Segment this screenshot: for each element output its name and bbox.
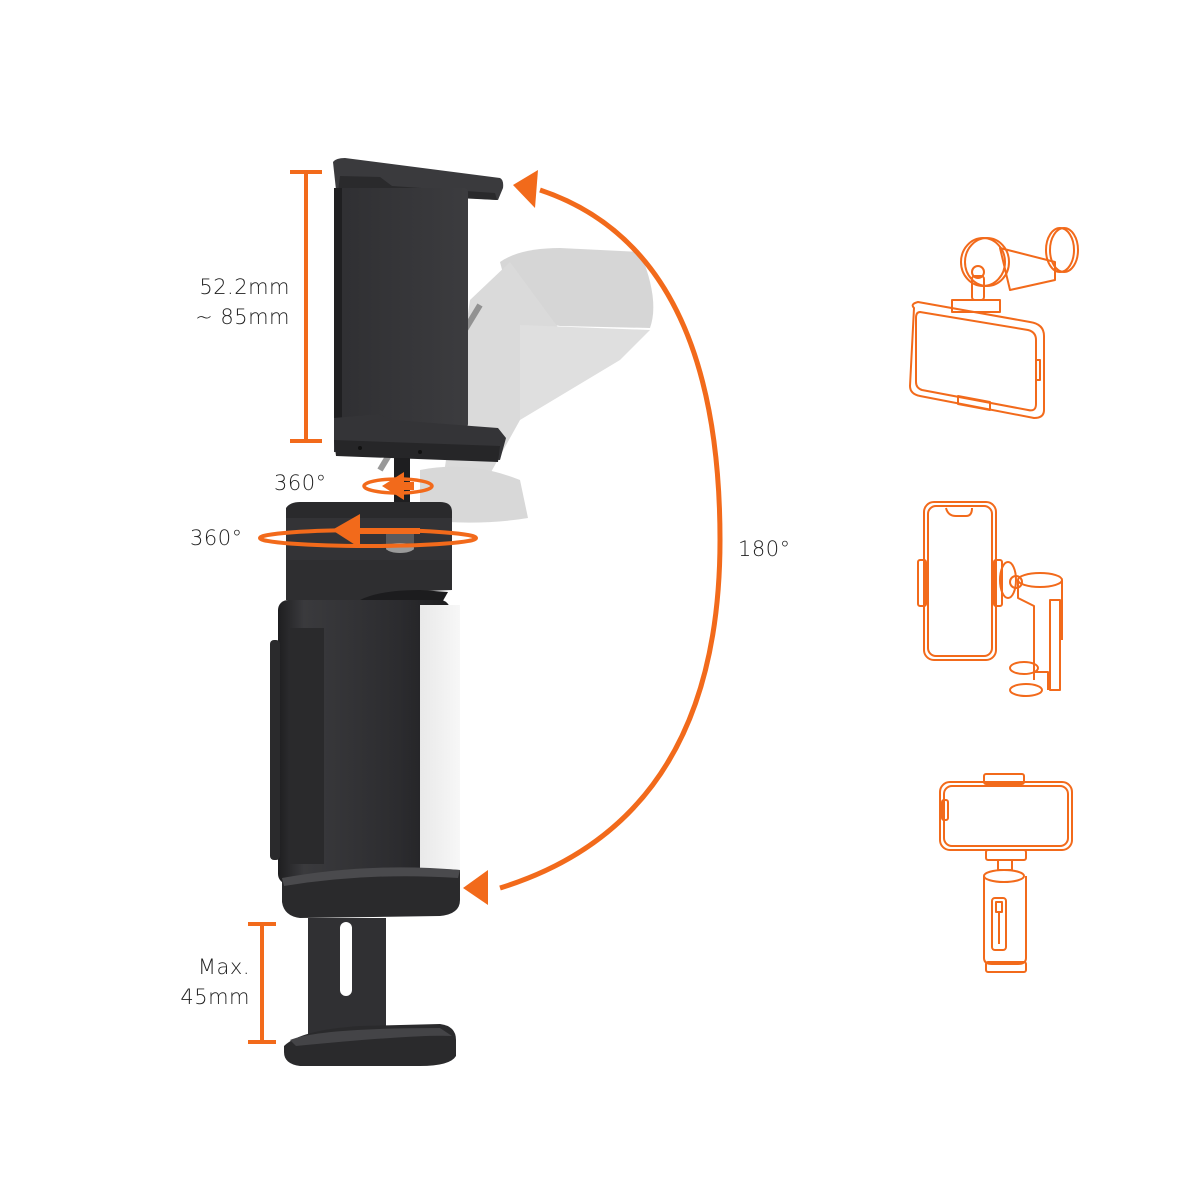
arc-arrowhead-top-icon xyxy=(513,170,538,208)
clamp-width-dimension-line xyxy=(290,170,322,443)
clamp-width-label-max: ~ 85mm xyxy=(195,305,290,329)
usage-landscape-ceiling-mount-icon xyxy=(909,227,1079,419)
lower-rotation-arrow-icon xyxy=(332,514,360,548)
usage-handheld-grip-icon xyxy=(939,773,1073,973)
clamp-body xyxy=(270,600,460,918)
desk-clamp-arm xyxy=(284,918,456,1066)
tilt-range-label: 180° xyxy=(738,537,791,561)
lower-rotation-indicator xyxy=(258,514,478,548)
upper-rotation-indicator xyxy=(362,472,434,500)
clamp-width-label-min: 52.2mm xyxy=(199,275,290,299)
upper-rotation-arrow-icon xyxy=(382,472,404,500)
phone-clamp xyxy=(333,158,506,518)
upper-rotation-label: 360° xyxy=(274,471,327,495)
arc-arrowhead-bottom-icon xyxy=(463,870,488,905)
desk-thickness-label-line2: 45mm xyxy=(180,985,250,1009)
rotating-head xyxy=(286,502,452,606)
desk-thickness-label-line1: Max. xyxy=(197,955,250,979)
lower-rotation-label: 360° xyxy=(190,526,243,550)
desk-thickness-dimension-line xyxy=(248,922,276,1044)
usage-portrait-side-clamp-icon xyxy=(917,501,1063,697)
tilt-arc-180 xyxy=(463,170,723,905)
